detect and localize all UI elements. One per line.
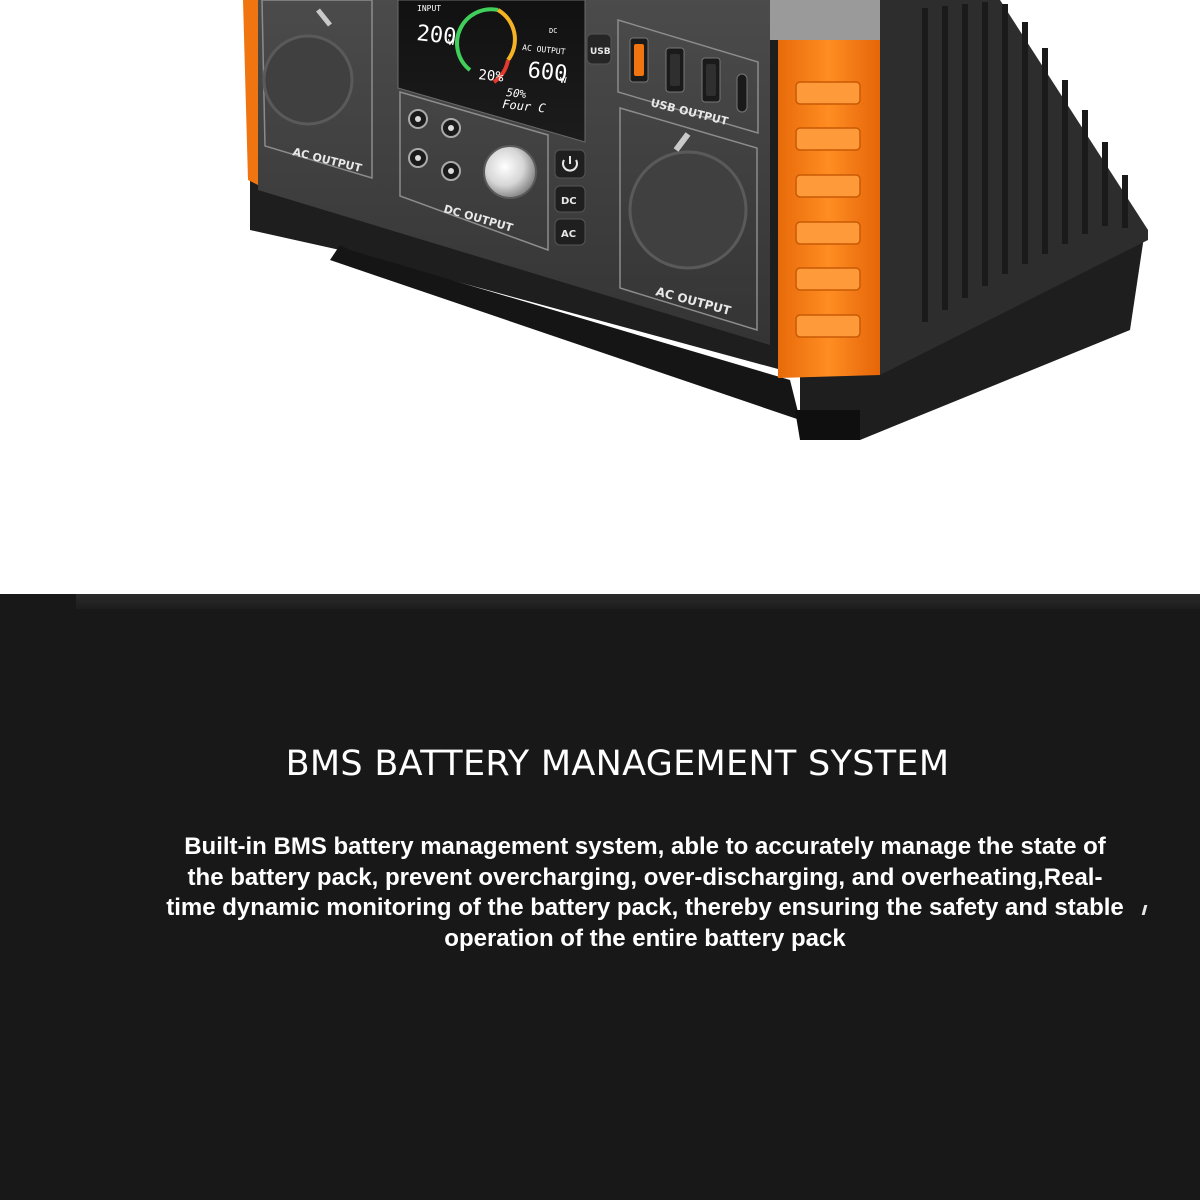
- power-station-illustration: AC OUTPUT INPUT 200 w DC AC OUTPUT 600 w…: [243, 0, 1148, 440]
- lcd-ac-output-unit: w: [560, 73, 567, 86]
- lcd-battery-percent: 20%: [478, 67, 505, 86]
- ac-button-label: AC: [561, 229, 576, 240]
- feature-section: BMS BATTERY MANAGEMENT SYSTEM Built-in B…: [0, 594, 1200, 1200]
- section-top-strip: [76, 594, 1200, 609]
- ac-socket-left: [262, 34, 354, 126]
- lcd-ac-output-value: 600: [526, 58, 568, 87]
- lcd-secondary-percent: 50%: [506, 86, 527, 101]
- usb-button-label: USB: [590, 47, 611, 57]
- usb-c-port: [736, 73, 748, 113]
- lcd-screen: [397, 0, 586, 143]
- lcd-secondary-label: Four C: [502, 97, 547, 116]
- orange-edge-left: [243, 0, 258, 185]
- lcd-dc-icon-label: DC: [549, 27, 557, 35]
- led-light: [483, 145, 537, 199]
- section-body: Built-in BMS battery management system, …: [166, 833, 1124, 952]
- lcd-input-value: 200: [415, 21, 457, 50]
- dc-button-label: DC: [561, 196, 577, 207]
- dc-button[interactable]: [554, 185, 586, 213]
- lcd-input-unit: w: [448, 35, 455, 48]
- stray-mark: [1141, 905, 1148, 915]
- ac-button[interactable]: [554, 218, 586, 246]
- section-title: BMS BATTERY MANAGEMENT SYSTEM: [285, 744, 950, 784]
- ac-socket-right: [628, 150, 748, 270]
- dc-ports: [408, 109, 461, 181]
- product-hero: AC OUTPUT INPUT 200 w DC AC OUTPUT 600 w…: [0, 0, 1200, 594]
- usb-button[interactable]: [586, 33, 612, 65]
- orange-handle: [778, 40, 880, 378]
- power-icon: [562, 159, 578, 172]
- lcd-input-label: INPUT: [417, 4, 441, 13]
